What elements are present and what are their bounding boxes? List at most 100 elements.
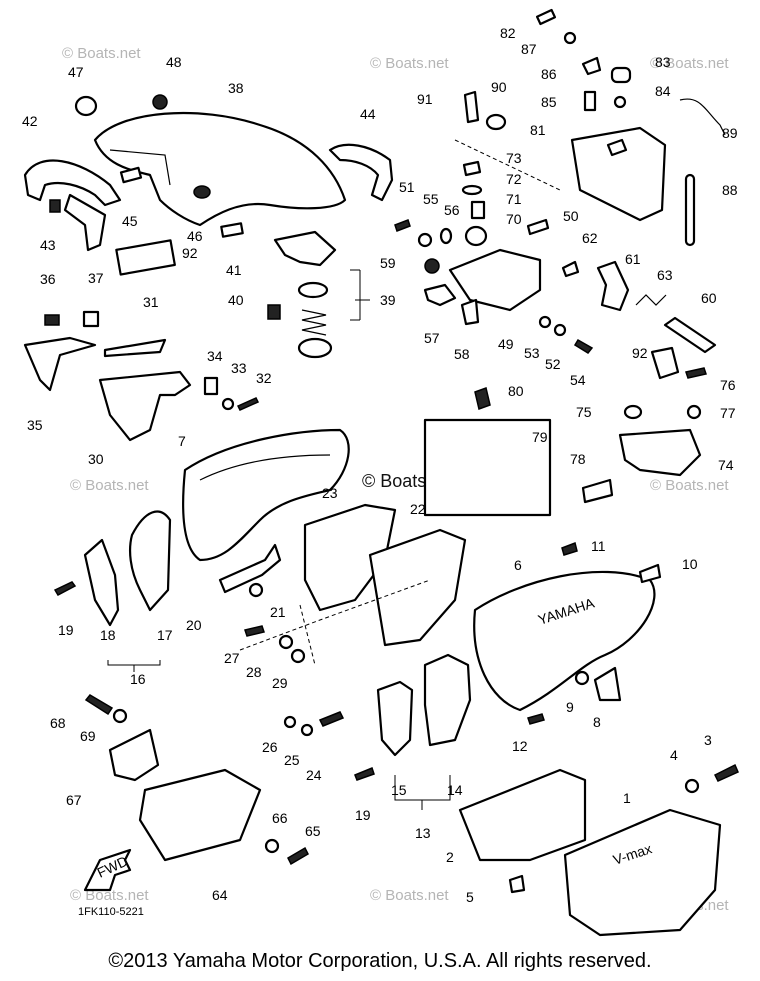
part-34-clip — [203, 376, 219, 396]
part-7-side-cover — [182, 428, 350, 562]
part-46-grommet — [193, 185, 211, 199]
part-33-washer — [221, 397, 235, 411]
part-51-bolt — [394, 219, 411, 232]
callout: 49 — [498, 336, 514, 352]
callout: 58 — [454, 346, 470, 362]
callout: 29 — [272, 675, 288, 691]
callout: 19 — [58, 622, 74, 638]
part-55-nut — [417, 232, 433, 248]
part-78-clip — [581, 478, 614, 504]
part-63-spring — [635, 294, 667, 306]
part-52-nut — [553, 323, 567, 337]
part-38-tank-cover — [93, 111, 347, 227]
callout: 7 — [178, 433, 186, 449]
part-71-collar — [470, 200, 486, 220]
callout: 72 — [506, 171, 522, 187]
part-81-reservoir — [570, 126, 667, 222]
callout: 66 — [272, 810, 288, 826]
part-75-damper — [623, 404, 643, 420]
part-30-bracket — [98, 370, 192, 442]
part-54-bolt — [573, 338, 594, 354]
callout: 21 — [270, 604, 286, 620]
part-87-clamp — [563, 31, 577, 45]
part-41-pad — [220, 222, 244, 238]
callout: 3 — [704, 732, 712, 748]
callout: 85 — [541, 94, 557, 110]
part-14-cover — [423, 653, 472, 747]
callout: 18 — [100, 627, 116, 643]
part-10-clip — [638, 563, 662, 584]
callout: 30 — [88, 451, 104, 467]
part-73-nut — [462, 160, 482, 177]
callout: 34 — [207, 348, 223, 364]
callout: 50 — [563, 208, 579, 224]
callout: 80 — [508, 383, 524, 399]
callout: 25 — [284, 752, 300, 768]
part-27-bolt — [244, 625, 265, 637]
part-1-side-cover — [563, 808, 722, 937]
part-9-grommet — [574, 670, 590, 686]
callout: 6 — [514, 557, 522, 573]
callout: 71 — [506, 191, 522, 207]
part-82-clip — [535, 8, 557, 26]
callout: 84 — [655, 83, 671, 99]
callout: 39 — [380, 292, 396, 308]
part-70-damper — [464, 225, 488, 247]
part-20-bracket — [218, 543, 282, 594]
callout: 13 — [415, 825, 431, 841]
callout: 90 — [491, 79, 507, 95]
part-42-grab-handle-lower — [63, 193, 107, 252]
part-3-bolt — [713, 763, 739, 782]
part-4-nut — [684, 778, 700, 794]
watermark: © Boats.net — [70, 887, 149, 904]
callout: 43 — [40, 237, 56, 253]
callout: 8 — [593, 714, 601, 730]
callout: 60 — [701, 290, 717, 306]
callout: 48 — [166, 54, 182, 70]
callout: 55 — [423, 191, 439, 207]
callout: 79 — [532, 429, 548, 445]
callout: 91 — [417, 91, 433, 107]
callout: 37 — [88, 270, 104, 286]
callout: 62 — [582, 230, 598, 246]
part-77-nut — [686, 404, 702, 420]
callout: 67 — [66, 792, 82, 808]
callout: 22 — [410, 501, 426, 517]
callout: 56 — [444, 202, 460, 218]
part-92-plate-a — [115, 239, 176, 276]
part-67-bracket — [108, 728, 160, 782]
callout: 54 — [570, 372, 586, 388]
callout: 31 — [143, 294, 159, 310]
callout: 46 — [187, 228, 203, 244]
part-86-fitting — [581, 56, 602, 76]
part-49-bracket — [448, 248, 542, 312]
callout: 23 — [322, 485, 338, 501]
diagram-code: 1FK110-5221 — [78, 906, 144, 918]
part-58-damper — [460, 298, 480, 326]
part-28-washer — [278, 634, 294, 650]
callout: 73 — [506, 150, 522, 166]
callout: 41 — [226, 262, 242, 278]
part-90-grommet — [485, 113, 507, 131]
callout: 45 — [122, 213, 138, 229]
part-45-pad — [119, 166, 143, 184]
callout: 89 — [722, 125, 738, 141]
callout: 27 — [224, 650, 240, 666]
callout: 92 — [632, 345, 648, 361]
part-11-screw — [561, 541, 578, 556]
part-61-bracket — [596, 260, 630, 312]
part-57-bracket — [423, 283, 457, 307]
part-89-hose — [679, 98, 726, 136]
part-68-bolt — [84, 694, 114, 716]
watermark: © Boats.net — [650, 477, 729, 494]
callout-labels: 1 2 3 4 5 6 7 8 9 10 11 12 13 14 15 16 1… — [22, 25, 738, 905]
callout: 74 — [718, 457, 734, 473]
part-17-guard — [129, 510, 172, 612]
callout: 86 — [541, 66, 557, 82]
part-39-collar — [297, 337, 333, 359]
callout: 47 — [68, 64, 84, 80]
part-37-nut — [82, 310, 100, 328]
part-25-washer — [300, 723, 314, 737]
callout: 61 — [625, 251, 641, 267]
